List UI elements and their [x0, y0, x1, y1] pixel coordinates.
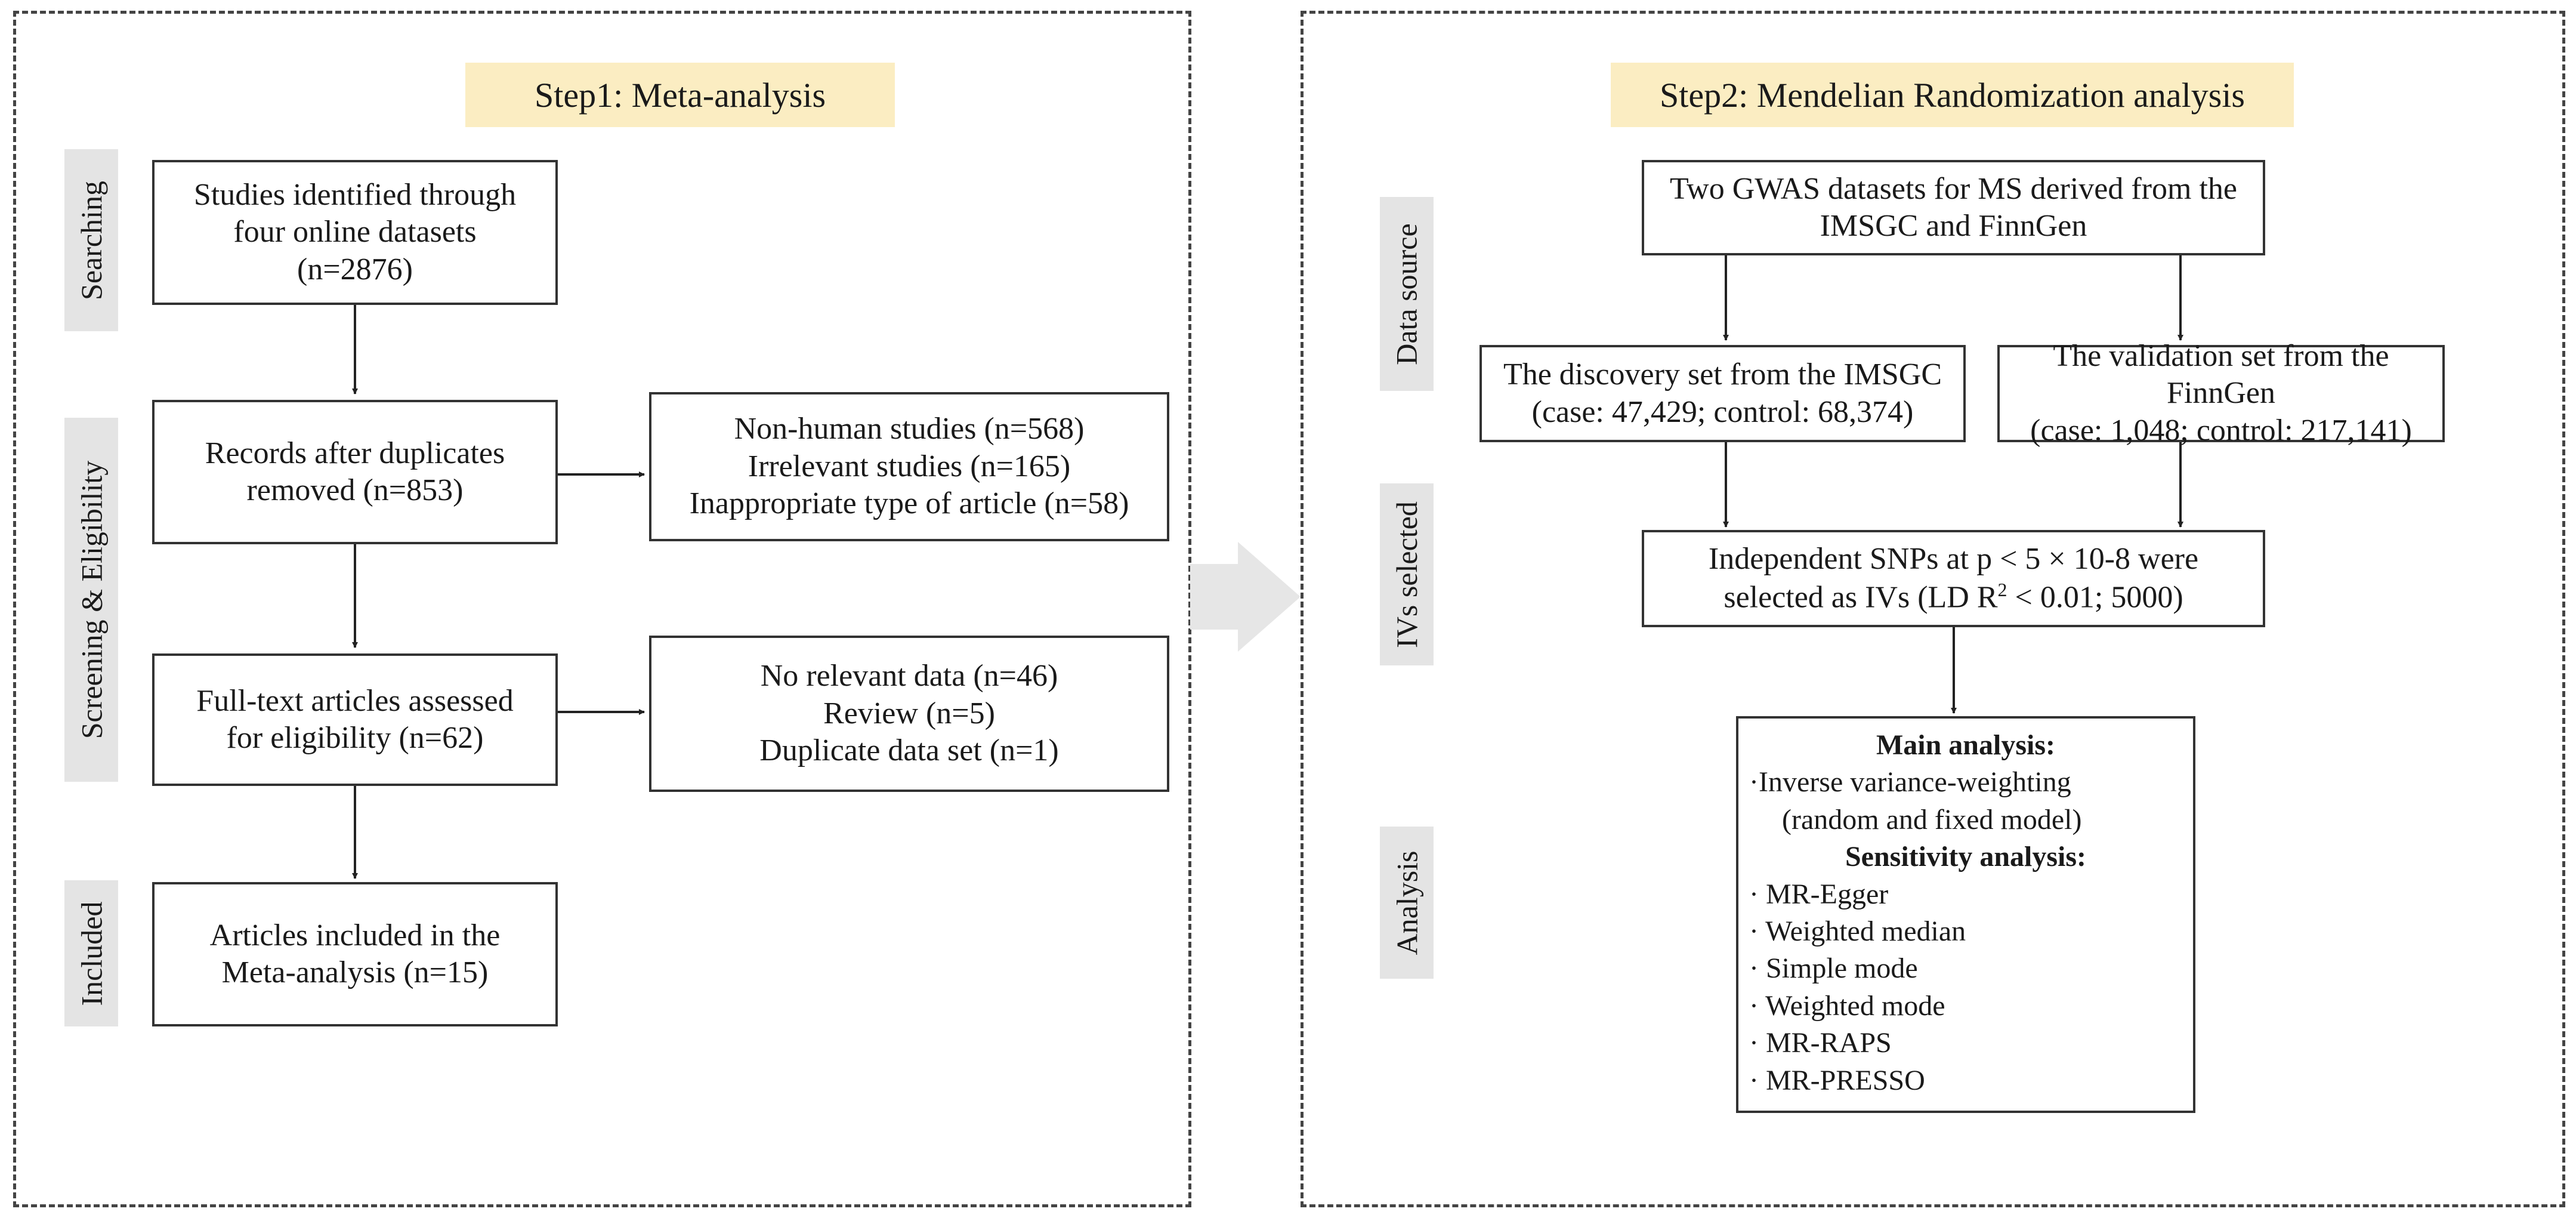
- box-snps-line2-post: < 0.01; 5000): [2007, 580, 2183, 615]
- side-label-data-source-text: Data source: [1390, 223, 1424, 365]
- box-fulltext-assessed: Full-text articles assessed for eligibil…: [152, 653, 558, 786]
- box-studies-identified-line2: four online datasets: [233, 215, 477, 249]
- box-excluded-records-line2: Irrelevant studies (n=165): [748, 449, 1071, 483]
- side-label-included: Included: [64, 880, 118, 1026]
- box-excluded-records-line1: Non-human studies (n=568): [734, 412, 1085, 446]
- box-articles-included: Articles included in the Meta-analysis (…: [152, 882, 558, 1026]
- side-label-screening-text: Screening & Eligibility: [75, 460, 109, 739]
- box-excluded-records: Non-human studies (n=568) Irrelevant stu…: [649, 392, 1169, 541]
- step2-panel: [1301, 11, 2565, 1207]
- box-excluded-records-line3: Inappropriate type of article (n=58): [689, 486, 1129, 521]
- box-validation-line2: (case: 1,048; control: 217,141): [2030, 413, 2412, 448]
- box-included-line1: Articles included in the: [209, 918, 501, 952]
- box-gwas-line2: IMSGC and FinnGen: [1820, 209, 2087, 243]
- box-studies-identified-line3: (n=2876): [297, 252, 413, 286]
- box-records-line2: removed (n=853): [246, 473, 464, 507]
- box-validation-line1: The validation set from the FinnGen: [2053, 338, 2389, 411]
- box-included-line2: Meta-analysis (n=15): [221, 955, 489, 989]
- box-fulltext-line1: Full-text articles assessed: [196, 683, 514, 718]
- box-snps-superscript: 2: [1997, 578, 2007, 600]
- big-transition-arrow: [1190, 542, 1301, 652]
- sensitivity-item-mr-presso: · MR-PRESSO: [1749, 1064, 1925, 1096]
- box-independent-snps: Independent SNPs at p < 5 × 10-8 were se…: [1642, 530, 2265, 627]
- box-snps-line2: selected as IVs (LD R2 < 0.01; 5000): [1723, 578, 2183, 616]
- side-label-searching-text: Searching: [75, 180, 108, 300]
- box-discovery-line2: (case: 47,429; control: 68,374): [1531, 394, 1914, 429]
- sensitivity-item-simple-mode: · Simple mode: [1749, 952, 1918, 985]
- box-snps-line2-pre: selected as IVs (LD R: [1723, 580, 1998, 615]
- sensitivity-item-weighted-median: · Weighted median: [1749, 915, 1966, 947]
- box-discovery-line1: The discovery set from the IMSGC: [1503, 357, 1942, 392]
- step2-title: Step2: Mendelian Randomization analysis: [1611, 63, 2294, 127]
- box-excluded-fulltext-line2: Review (n=5): [823, 696, 995, 730]
- side-label-analysis: Analysis: [1380, 827, 1434, 979]
- box-snps-line1: Independent SNPs at p < 5 × 10-8 were: [1708, 542, 2199, 576]
- sensitivity-item-mr-egger: · MR-Egger: [1749, 878, 1889, 910]
- box-gwas-datasets: Two GWAS datasets for MS derived from th…: [1642, 160, 2265, 255]
- box-fulltext-line2: for eligibility (n=62): [226, 721, 484, 755]
- main-analysis-item-model: (random and fixed model): [1782, 803, 2082, 835]
- side-label-analysis-text: Analysis: [1390, 850, 1423, 955]
- sensitivity-item-mr-raps: · MR-RAPS: [1749, 1027, 1892, 1059]
- side-label-ivs-selected: IVs selected: [1380, 483, 1434, 665]
- box-discovery-set: The discovery set from the IMSGC (case: …: [1479, 345, 1966, 442]
- side-label-data-source: Data source: [1380, 197, 1434, 391]
- side-label-included-text: Included: [75, 901, 108, 1006]
- sensitivity-item-weighted-mode: · Weighted mode: [1749, 989, 1945, 1022]
- main-analysis-item-ivw: ·Inverse variance-weighting: [1749, 766, 2071, 798]
- box-excluded-fulltext-line3: Duplicate data set (n=1): [759, 733, 1059, 768]
- box-validation-set: The validation set from the FinnGen (cas…: [1997, 339, 2445, 448]
- box-excluded-fulltext-line1: No relevant data (n=46): [760, 659, 1058, 693]
- side-label-ivs-selected-text: IVs selected: [1390, 501, 1424, 648]
- sensitivity-analysis-header: Sensitivity analysis:: [1845, 841, 2087, 873]
- box-excluded-fulltext: No relevant data (n=46) Review (n=5) Dup…: [649, 636, 1169, 792]
- box-analysis-methods: Main analysis: ·Inverse variance-weighti…: [1736, 716, 2195, 1113]
- main-analysis-header: Main analysis:: [1876, 729, 2056, 761]
- box-studies-identified: Studies identified through four online d…: [152, 160, 558, 305]
- side-label-screening: Screening & Eligibility: [64, 418, 118, 782]
- side-label-searching: Searching: [64, 149, 118, 331]
- box-records-line1: Records after duplicates: [205, 436, 505, 470]
- box-studies-identified-line1: Studies identified through: [193, 177, 517, 212]
- step1-title: Step1: Meta-analysis: [465, 63, 895, 127]
- box-records-after-duplicates: Records after duplicates removed (n=853): [152, 400, 558, 544]
- box-gwas-line1: Two GWAS datasets for MS derived from th…: [1670, 171, 2237, 206]
- step1-panel: [13, 11, 1191, 1207]
